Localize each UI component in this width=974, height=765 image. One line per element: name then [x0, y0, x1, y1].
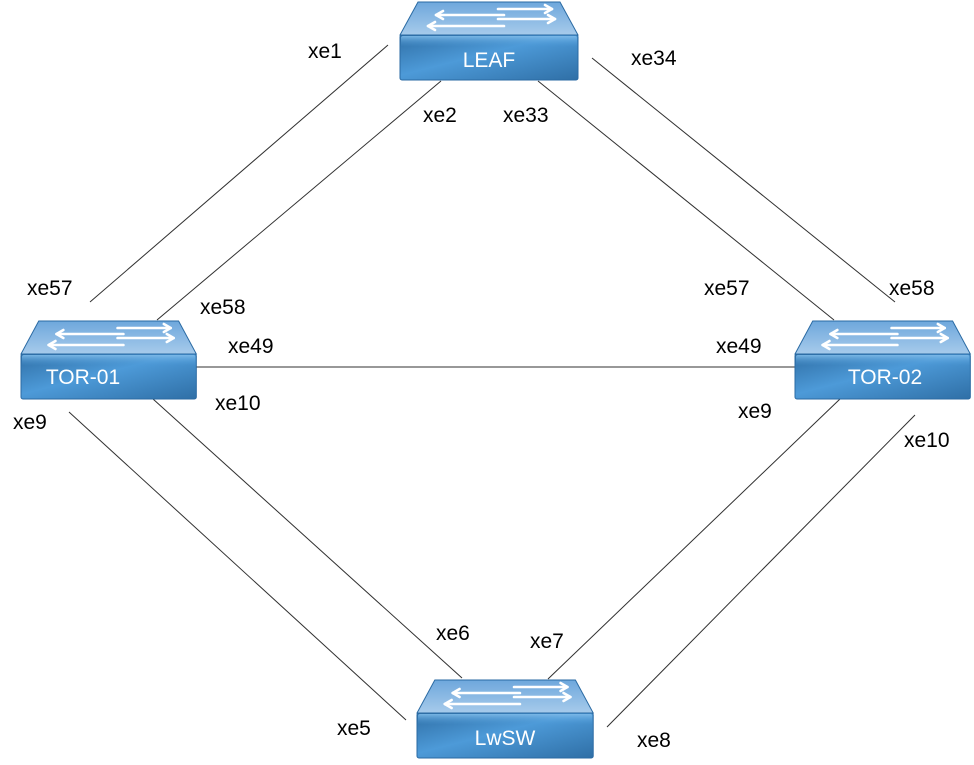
port-label-tor01-xe9: xe9 — [13, 411, 47, 434]
port-label-lwsw-xe8: xe8 — [637, 729, 671, 752]
node-tor02[interactable]: TOR-02 — [793, 319, 972, 401]
port-label-lwsw-xe6: xe6 — [436, 622, 470, 645]
port-label-tor02-xe58: xe58 — [889, 277, 935, 300]
port-label-leaf-xe2: xe2 — [423, 104, 457, 127]
node-leaf[interactable]: LEAF — [398, 0, 580, 82]
link-tor01-lwsw-xe9-xe5[interactable] — [68, 411, 407, 721]
port-labels: xe1 xe57 xe2 xe58 xe33 xe57 xe34 xe58 xe… — [13, 40, 950, 752]
port-label-tor02-xe10: xe10 — [904, 429, 950, 452]
link-tor02-lwsw-xe10-xe8[interactable] — [606, 414, 916, 728]
node-lwsw[interactable]: LwSW — [415, 678, 595, 760]
node-label: TOR-02 — [848, 366, 922, 389]
link-tor02-lwsw-xe9-xe7[interactable] — [547, 398, 841, 680]
link-leaf-tor01-xe1-xe57[interactable] — [89, 44, 389, 303]
port-label-tor01-xe57: xe57 — [27, 277, 73, 300]
link-leaf-tor02-xe34-xe58[interactable] — [591, 57, 896, 303]
node-label: LEAF — [463, 49, 516, 72]
port-label-lwsw-xe7: xe7 — [530, 630, 564, 653]
port-label-tor01-xe58: xe58 — [200, 296, 246, 319]
link-leaf-tor02-xe33-xe57[interactable] — [537, 80, 835, 321]
links — [68, 44, 916, 728]
port-label-lwsw-xe5: xe5 — [337, 717, 371, 740]
link-leaf-tor01-xe2-xe58[interactable] — [156, 80, 442, 321]
node-label: TOR-01 — [46, 366, 120, 389]
port-label-leaf-xe33: xe33 — [503, 104, 549, 127]
node-label: LwSW — [475, 727, 536, 750]
port-label-leaf-xe34: xe34 — [631, 47, 677, 70]
port-label-tor02-xe57: xe57 — [704, 277, 750, 300]
port-label-tor01-xe10: xe10 — [215, 392, 261, 415]
link-tor01-lwsw-xe10-xe6[interactable] — [152, 398, 463, 679]
port-label-tor02-xe9: xe9 — [738, 400, 772, 423]
port-label-tor01-xe49: xe49 — [228, 335, 274, 358]
port-label-leaf-xe1: xe1 — [308, 40, 342, 63]
port-label-tor02-xe49: xe49 — [716, 335, 762, 358]
node-tor01[interactable]: TOR-01 — [19, 319, 198, 401]
